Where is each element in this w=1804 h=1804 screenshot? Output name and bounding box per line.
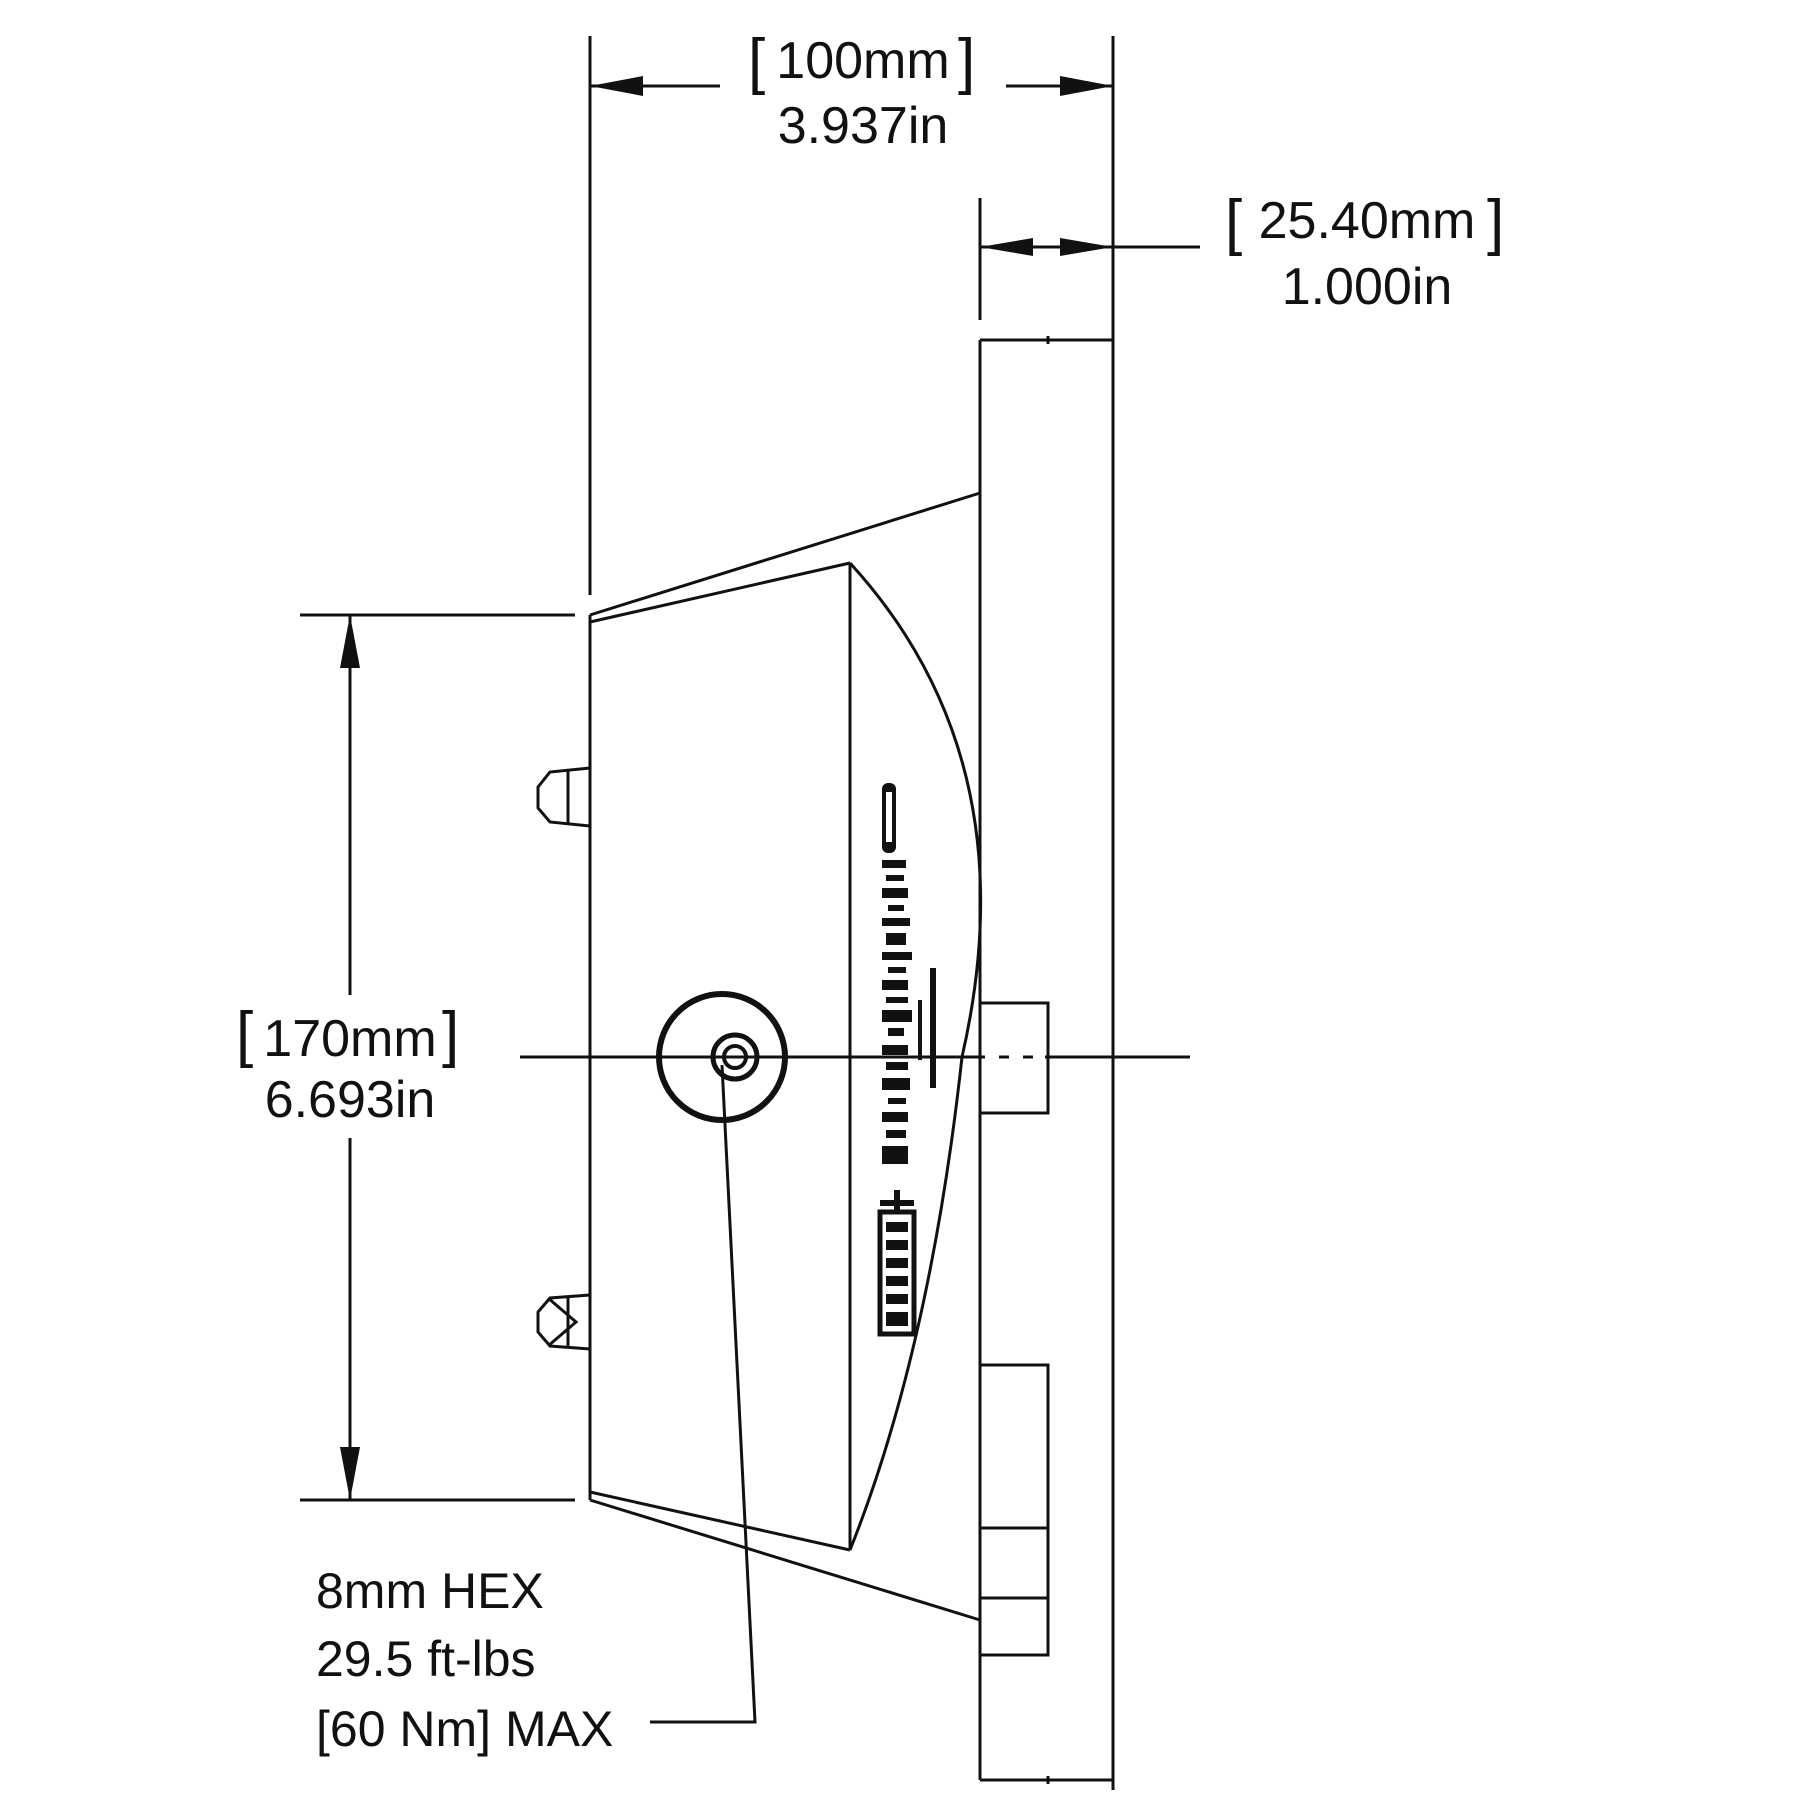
bumper-stud-bottom bbox=[536, 1293, 591, 1351]
svg-text:]: ] bbox=[442, 1000, 459, 1069]
width-mm-text: 100mm bbox=[776, 32, 949, 90]
height-mm-text: 170mm bbox=[263, 1010, 436, 1068]
svg-text:]: ] bbox=[958, 27, 975, 96]
height-in-text: 6.693in bbox=[265, 1071, 436, 1129]
height-arrow-top bbox=[340, 615, 360, 668]
width-dimension-label: [ 100mm ] 3.937in bbox=[748, 27, 975, 155]
width-arrow-left bbox=[590, 76, 643, 96]
hex-bolt-inner bbox=[710, 1032, 760, 1082]
housing-inner-top bbox=[589, 561, 851, 624]
housing-outer-top bbox=[589, 491, 981, 617]
thickness-dimension-label: [ 25.40mm ] 1.000in bbox=[1225, 188, 1504, 316]
plate-block-lower bbox=[978, 1363, 1050, 1657]
height-dimension-label: [ 170mm ] 6.693in bbox=[236, 1000, 459, 1129]
width-arrow-right bbox=[1060, 76, 1113, 96]
lens-embossed-markings bbox=[877, 783, 936, 1337]
hex-bolt-outer bbox=[656, 991, 788, 1123]
housing-inner-bottom bbox=[589, 1490, 851, 1552]
thickness-arrow-left bbox=[980, 238, 1033, 256]
drawing-lines bbox=[300, 36, 1200, 1790]
height-arrow-bottom bbox=[340, 1447, 360, 1500]
svg-text:[: [ bbox=[748, 27, 765, 96]
note-line-2: 29.5 ft-lbs bbox=[316, 1631, 536, 1687]
svg-text:[: [ bbox=[236, 1000, 253, 1069]
thickness-mm-text: 25.40mm bbox=[1259, 192, 1476, 250]
hex-torque-note: 8mm HEX 29.5 ft-lbs [60 Nm] MAX bbox=[316, 1563, 613, 1757]
bumper-stud-top bbox=[536, 766, 591, 828]
note-line-3: [60 Nm] MAX bbox=[316, 1701, 613, 1757]
hex-bolt-core bbox=[722, 1044, 748, 1070]
svg-text:[: [ bbox=[1225, 188, 1242, 257]
hex-note-leader bbox=[650, 1064, 757, 1724]
width-in-text: 3.937in bbox=[778, 97, 949, 155]
note-line-1: 8mm HEX bbox=[316, 1563, 544, 1619]
svg-text:]: ] bbox=[1487, 188, 1504, 257]
plate-block-center bbox=[978, 1001, 1050, 1115]
housing-outer-bottom bbox=[589, 1498, 981, 1622]
thickness-arrow-right bbox=[1060, 238, 1113, 256]
thickness-in-text: 1.000in bbox=[1282, 258, 1453, 316]
